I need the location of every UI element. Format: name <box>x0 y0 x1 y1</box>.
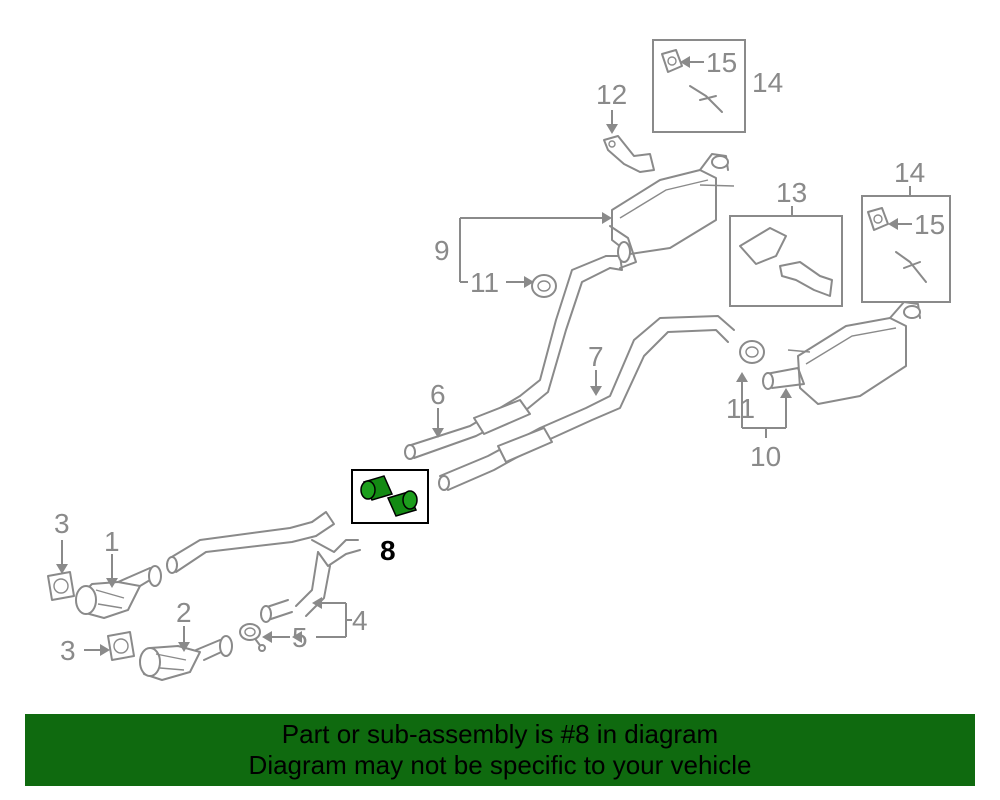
callout-14-right: 14 <box>894 157 925 188</box>
callout-11-right: 11 <box>726 393 755 424</box>
callout-3-upper: 3 <box>54 508 70 539</box>
part-14-hanger-kit-top[interactable] <box>652 39 746 133</box>
callout-14-top: 14 <box>752 67 783 98</box>
part-7-exhaust-pipe[interactable] <box>438 315 735 491</box>
exhaust-system-diagram: 1 2 3 3 4 5 6 7 8 9 10 11 11 12 13 14 14… <box>47 39 951 681</box>
part-3-gasket-upper[interactable] <box>47 571 75 601</box>
callout-2: 2 <box>176 597 192 628</box>
part-3-gasket-lower[interactable] <box>107 631 135 661</box>
leader-lines <box>56 56 912 656</box>
callout-10: 10 <box>750 441 781 472</box>
part-11-clamp-left[interactable] <box>531 274 557 298</box>
callout-7: 7 <box>588 341 604 372</box>
callout-13: 13 <box>776 177 807 208</box>
part-5-clamp[interactable] <box>239 623 266 652</box>
callout-15-top: 15 <box>706 47 737 78</box>
part-10-muffler[interactable] <box>762 301 921 405</box>
part-2-catalytic-converter[interactable] <box>139 635 233 681</box>
intermediate-y-pipe <box>166 511 361 617</box>
callout-11-left: 11 <box>470 267 499 298</box>
callout-1: 1 <box>104 526 120 557</box>
callout-15-right: 15 <box>914 209 945 240</box>
part-12-hanger-bracket[interactable] <box>603 135 655 173</box>
callout-8: 8 <box>380 535 396 566</box>
part-6-exhaust-pipe[interactable] <box>404 255 623 460</box>
part-1-catalytic-converter[interactable] <box>75 565 162 619</box>
callout-5: 5 <box>292 622 308 653</box>
callout-9: 9 <box>434 235 450 266</box>
banner-line-1: Part or sub-assembly is #8 in diagram <box>281 719 719 749</box>
part-8-pipe-couplers[interactable] <box>351 469 429 524</box>
part-info-banner: Part or sub-assembly is #8 in diagram Di… <box>25 714 975 786</box>
callout-4: 4 <box>352 605 368 636</box>
part-13-heat-shield-kit[interactable] <box>729 215 843 307</box>
banner-line-2: Diagram may not be specific to your vehi… <box>248 750 752 780</box>
callout-3-lower: 3 <box>60 635 76 666</box>
part-4-pipe-connector[interactable] <box>260 599 293 623</box>
callout-6: 6 <box>430 379 446 410</box>
part-9-muffler[interactable] <box>609 153 735 269</box>
part-11-clamp-right[interactable] <box>739 340 765 364</box>
callout-12: 12 <box>596 79 627 110</box>
callout-labels: 1 2 3 3 4 5 6 7 8 9 10 11 11 12 13 14 14… <box>54 47 945 666</box>
part-14-hanger-kit-right[interactable] <box>861 195 951 303</box>
